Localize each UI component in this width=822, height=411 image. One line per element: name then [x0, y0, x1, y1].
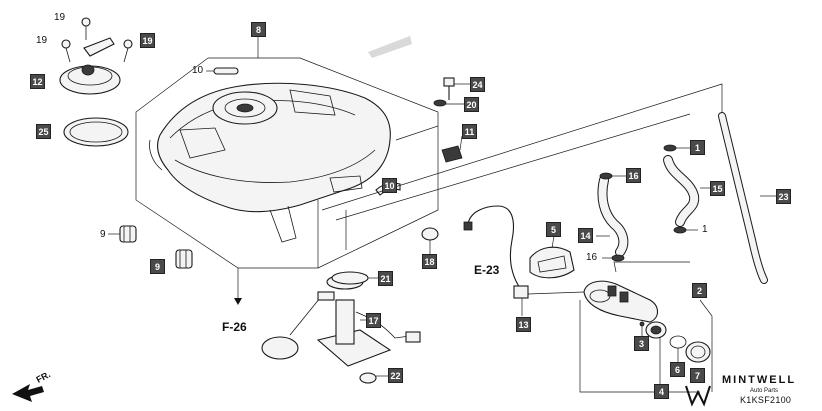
callout-1: 1 — [690, 140, 705, 155]
callout-20: 20 — [464, 97, 479, 112]
callout-3: 3 — [634, 336, 649, 351]
callout-13: 13 — [516, 317, 531, 332]
grommet-18 — [421, 227, 439, 241]
clip-1b — [673, 226, 687, 234]
callout-9: 9 — [150, 259, 165, 274]
diagram-code: K1KSF2100 — [740, 395, 792, 405]
callout-2: 2 — [692, 283, 707, 298]
callout-plain-16: 16 — [586, 252, 598, 263]
cover-5-detail — [537, 255, 567, 273]
guide-line-3 — [395, 125, 439, 141]
callout-18: 18 — [422, 254, 437, 269]
cover-5 — [529, 246, 575, 279]
cap-gasket — [63, 117, 129, 147]
callout-24: 24 — [470, 77, 485, 92]
leader-11 — [459, 135, 463, 151]
callout-21: 21 — [378, 271, 393, 286]
grommet-11 — [441, 145, 463, 163]
fuel-tank — [149, 82, 391, 243]
callout-14: 14 — [578, 228, 593, 243]
callout-15: 15 — [710, 181, 725, 196]
fuel-line-connector — [513, 285, 529, 299]
guide-line-1 — [321, 83, 723, 211]
callout-12: 12 — [30, 74, 45, 89]
pump-seal — [331, 271, 369, 285]
leader-16c — [613, 261, 690, 273]
reference-f26: F-26 — [222, 320, 247, 334]
bolt-24 — [443, 77, 455, 100]
leader-5 — [551, 235, 555, 249]
o-ring-6 — [669, 335, 687, 349]
guide-line-2 — [335, 113, 691, 221]
callout-25: 25 — [36, 124, 51, 139]
filter-cap-7 — [685, 341, 711, 363]
fuel-cap — [59, 17, 133, 95]
clip-1a — [663, 144, 677, 152]
fuel-pump — [261, 274, 421, 367]
callout-17: 17 — [366, 313, 381, 328]
callout-5: 5 — [546, 222, 561, 237]
callout-23: 23 — [776, 189, 791, 204]
watermark-brand: MINTWELL — [722, 374, 797, 386]
callout-6: 6 — [670, 362, 685, 377]
assembly-outline — [135, 57, 439, 269]
watermark-sub: Auto Parts — [750, 388, 779, 394]
tube-10-top — [213, 67, 239, 75]
filter-element-core — [650, 325, 662, 335]
clip-16b — [611, 254, 625, 262]
reference-e23: E-23 — [474, 263, 500, 277]
callout-plain-9: 9 — [100, 229, 106, 240]
leader-13b — [527, 291, 585, 295]
pin-3 — [639, 321, 645, 327]
rubber-mount-a — [119, 225, 137, 243]
callout-8: 8 — [251, 22, 266, 37]
arrow-f26 — [234, 298, 242, 305]
callout-plain-19-top: 19 — [54, 12, 66, 23]
cap-gasket-inner — [69, 121, 123, 143]
callout-4: 4 — [654, 384, 669, 399]
callout-19: 19 — [140, 33, 155, 48]
nut-22 — [359, 372, 377, 384]
callout-10: 10 — [382, 178, 397, 193]
fuel-line-clamp — [463, 221, 473, 231]
washer-20 — [433, 99, 447, 107]
callout-plain-1: 1 — [702, 224, 708, 235]
watermark-logo — [685, 385, 711, 407]
fuel-filter-body — [583, 280, 659, 323]
callout-plain-19-left: 19 — [36, 35, 48, 46]
callout-plain-10: 10 — [192, 65, 204, 76]
front-arrow-icon — [12, 384, 44, 402]
callout-11: 11 — [462, 124, 477, 139]
hatch-mark — [368, 36, 412, 58]
callout-22: 22 — [388, 368, 403, 383]
leader-2 — [699, 299, 713, 392]
clip-16a — [599, 172, 613, 180]
callout-7: 7 — [690, 368, 705, 383]
filter-cap-7-inner — [690, 345, 706, 359]
callout-16: 16 — [626, 168, 641, 183]
fuel-line-e23 — [467, 205, 521, 289]
rubber-mount-b — [175, 249, 193, 269]
